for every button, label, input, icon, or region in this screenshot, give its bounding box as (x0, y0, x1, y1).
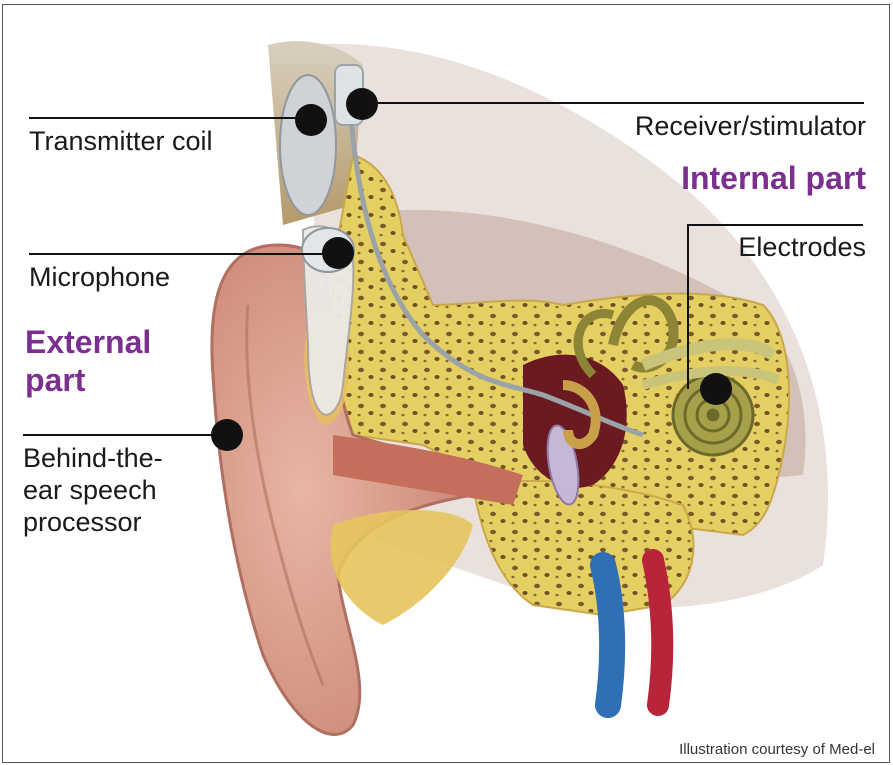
leader-receiver-stimulator (361, 102, 864, 104)
leader-electrodes-vertical (687, 224, 689, 389)
label-receiver-stimulator: Receiver/stimulator (635, 110, 866, 142)
illustration-credit: Illustration courtesy of Med-el (679, 741, 875, 758)
label-behind-ear-processor: Behind-the- ear speech processor (23, 442, 163, 538)
leader-transmitter-coil (29, 117, 311, 119)
label-behind-ear-line2: ear speech (23, 474, 163, 506)
label-transmitter-coil: Transmitter coil (29, 125, 213, 157)
label-behind-ear-line3: processor (23, 506, 163, 538)
transmitter-coil-graphic (280, 75, 336, 215)
label-electrodes: Electrodes (738, 231, 866, 263)
heading-external-part-line1: External (25, 323, 151, 361)
label-microphone: Microphone (29, 261, 170, 293)
leader-microphone (29, 253, 339, 255)
leader-electrodes-horizontal (687, 224, 863, 226)
pointer-electrodes (700, 373, 732, 405)
pointer-transmitter-coil (295, 104, 327, 136)
pointer-receiver-stimulator (346, 88, 378, 120)
pointer-behind-ear (211, 419, 243, 451)
heading-external-part: External part (25, 323, 151, 399)
diagram-frame: Transmitter coil Receiver/stimulator Int… (2, 4, 890, 763)
heading-external-part-line2: part (25, 361, 151, 399)
artery (653, 560, 662, 705)
leader-behind-ear (23, 434, 223, 436)
pointer-microphone (322, 237, 354, 269)
vein (603, 565, 612, 705)
heading-internal-part: Internal part (681, 159, 866, 197)
label-behind-ear-line1: Behind-the- (23, 442, 163, 474)
